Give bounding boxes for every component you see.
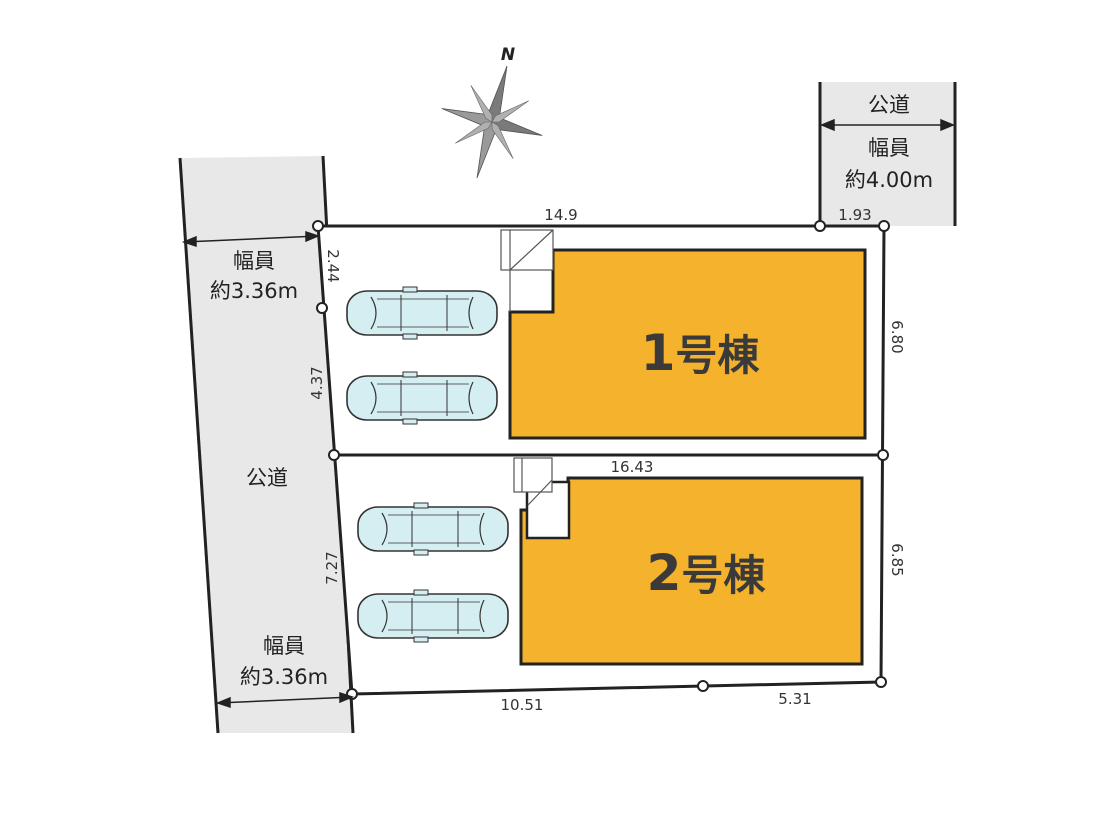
marker-point	[875, 676, 887, 688]
building-2-number: 2	[647, 544, 682, 602]
dim-west-middle: 4.37	[308, 366, 326, 399]
dim-west-lower: 7.27	[323, 551, 341, 584]
building-1-suffix: 号棟	[675, 331, 760, 380]
parking-car-4	[357, 589, 509, 643]
north-road-width-title: 幅員	[868, 136, 910, 160]
dim-bottom-left: 10.51	[501, 696, 544, 714]
building-1-number: 1	[641, 324, 676, 382]
building-2-label: 2号棟	[647, 544, 767, 602]
dim-top-frontage: 14.9	[544, 206, 577, 224]
north-road-width-value: 約4.00m	[845, 168, 933, 192]
dim-bottom-right: 5.31	[778, 690, 811, 708]
marker-point	[316, 302, 328, 314]
west-road-edge	[178, 157, 220, 734]
parking-car-3	[357, 502, 509, 556]
building-1-footprint	[508, 248, 867, 440]
parking-car-1	[346, 286, 498, 340]
dim-east-lower: 6.85	[888, 543, 906, 576]
west-public-road	[180, 156, 353, 733]
west-road-width-title-upper: 幅員	[233, 249, 275, 273]
compass-icon	[441, 65, 543, 179]
west-road-width-title-lower: 幅員	[263, 634, 305, 658]
dim-top-right: 1.93	[838, 206, 871, 224]
west-road-width-arrow-upper	[181, 230, 321, 248]
dim-divider: 16.43	[611, 458, 654, 476]
marker-point	[878, 220, 890, 232]
dim-east-upper: 6.80	[888, 320, 906, 353]
marker-point	[877, 449, 889, 461]
north-road-label: 公道	[868, 93, 910, 117]
west-road-width-value-upper: 約3.36m	[210, 279, 298, 303]
marker-point	[814, 220, 826, 232]
building-2-entrance	[513, 457, 571, 540]
building-1-label: 1号棟	[641, 324, 761, 382]
marker-point	[312, 220, 324, 232]
west-road-width-arrow-lower	[215, 691, 355, 709]
building-1-entrance	[500, 229, 554, 312]
north-public-road	[820, 82, 955, 226]
boundary-markers	[312, 220, 890, 700]
marker-point	[328, 449, 340, 461]
marker-point	[697, 680, 709, 692]
parking-car-2	[346, 371, 498, 425]
compass-north-label: N	[501, 45, 515, 65]
west-road-width-value-lower: 約3.36m	[240, 665, 328, 689]
west-road-label: 公道	[246, 466, 288, 490]
dim-west-upper: 2.44	[324, 249, 342, 282]
building-2-suffix: 号棟	[681, 551, 766, 600]
north-road-width-arrow	[820, 118, 955, 132]
